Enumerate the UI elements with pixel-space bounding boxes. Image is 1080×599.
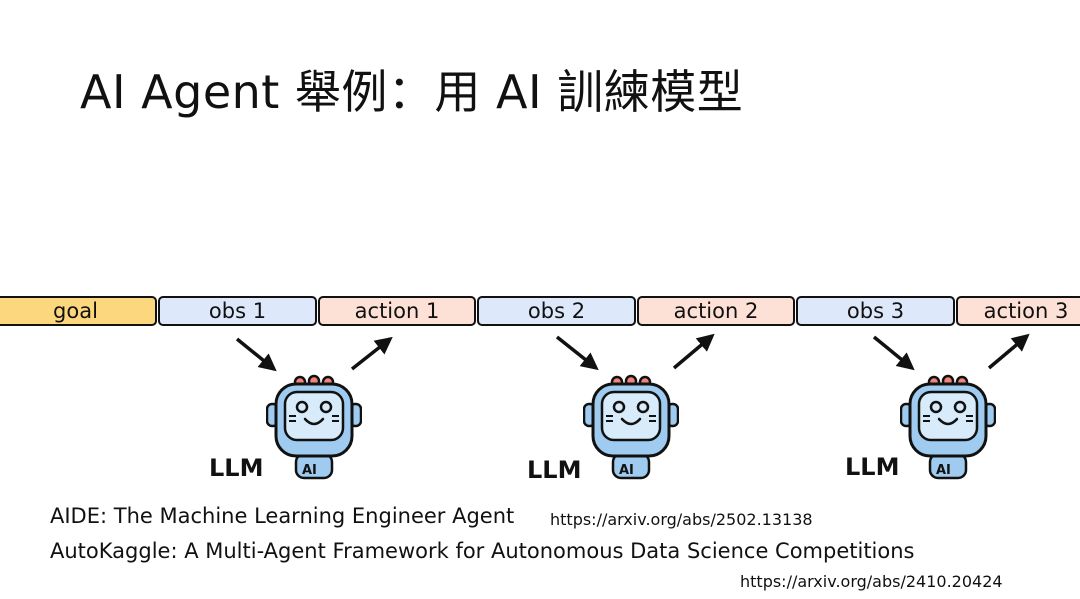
token-obs-1: obs 1 [158,296,317,326]
token-label: obs 1 [208,299,267,323]
robot-icon: AI [583,374,679,480]
token-label: goal [53,299,98,323]
token-goal: goal [0,296,157,326]
token-action-1: action 1 [318,296,476,326]
llm-label-2: LLM [527,456,582,484]
robot-badge: AI [936,463,951,478]
arrow-llm2-to-action2 [672,333,715,370]
token-label: action 1 [354,299,440,323]
token-action-3: action 3 [956,296,1080,326]
token-label: obs 3 [846,299,905,323]
token-obs-3: obs 3 [796,296,955,326]
reference-title-2: AutoKaggle: A Multi-Agent Framework for … [50,539,915,563]
arrow-llm1-to-action1 [350,336,393,371]
reference-link-1[interactable]: https://arxiv.org/abs/2502.13138 [550,510,813,529]
llm-label-3: LLM [845,453,900,481]
robot-icon: AI [900,374,996,480]
robot-badge: AI [302,463,317,478]
arrow-obs2-to-llm2 [555,335,599,371]
arrow-obs3-to-llm3 [872,335,915,371]
token-label: action 2 [673,299,759,323]
slide-title: AI Agent 舉例：用 AI 訓練模型 [80,65,744,119]
token-obs-2: obs 2 [477,296,636,326]
robot-badge: AI [619,463,634,478]
token-label: obs 2 [527,299,586,323]
arrow-llm3-to-action3 [987,333,1030,370]
token-label: action 3 [983,299,1069,323]
robot-icon: AI [266,374,362,480]
token-action-2: action 2 [637,296,795,326]
arrow-obs1-to-llm1 [235,337,277,372]
llm-label-1: LLM [209,454,264,482]
reference-link-2[interactable]: https://arxiv.org/abs/2410.20424 [740,572,1003,591]
reference-title-1: AIDE: The Machine Learning Engineer Agen… [50,504,515,528]
